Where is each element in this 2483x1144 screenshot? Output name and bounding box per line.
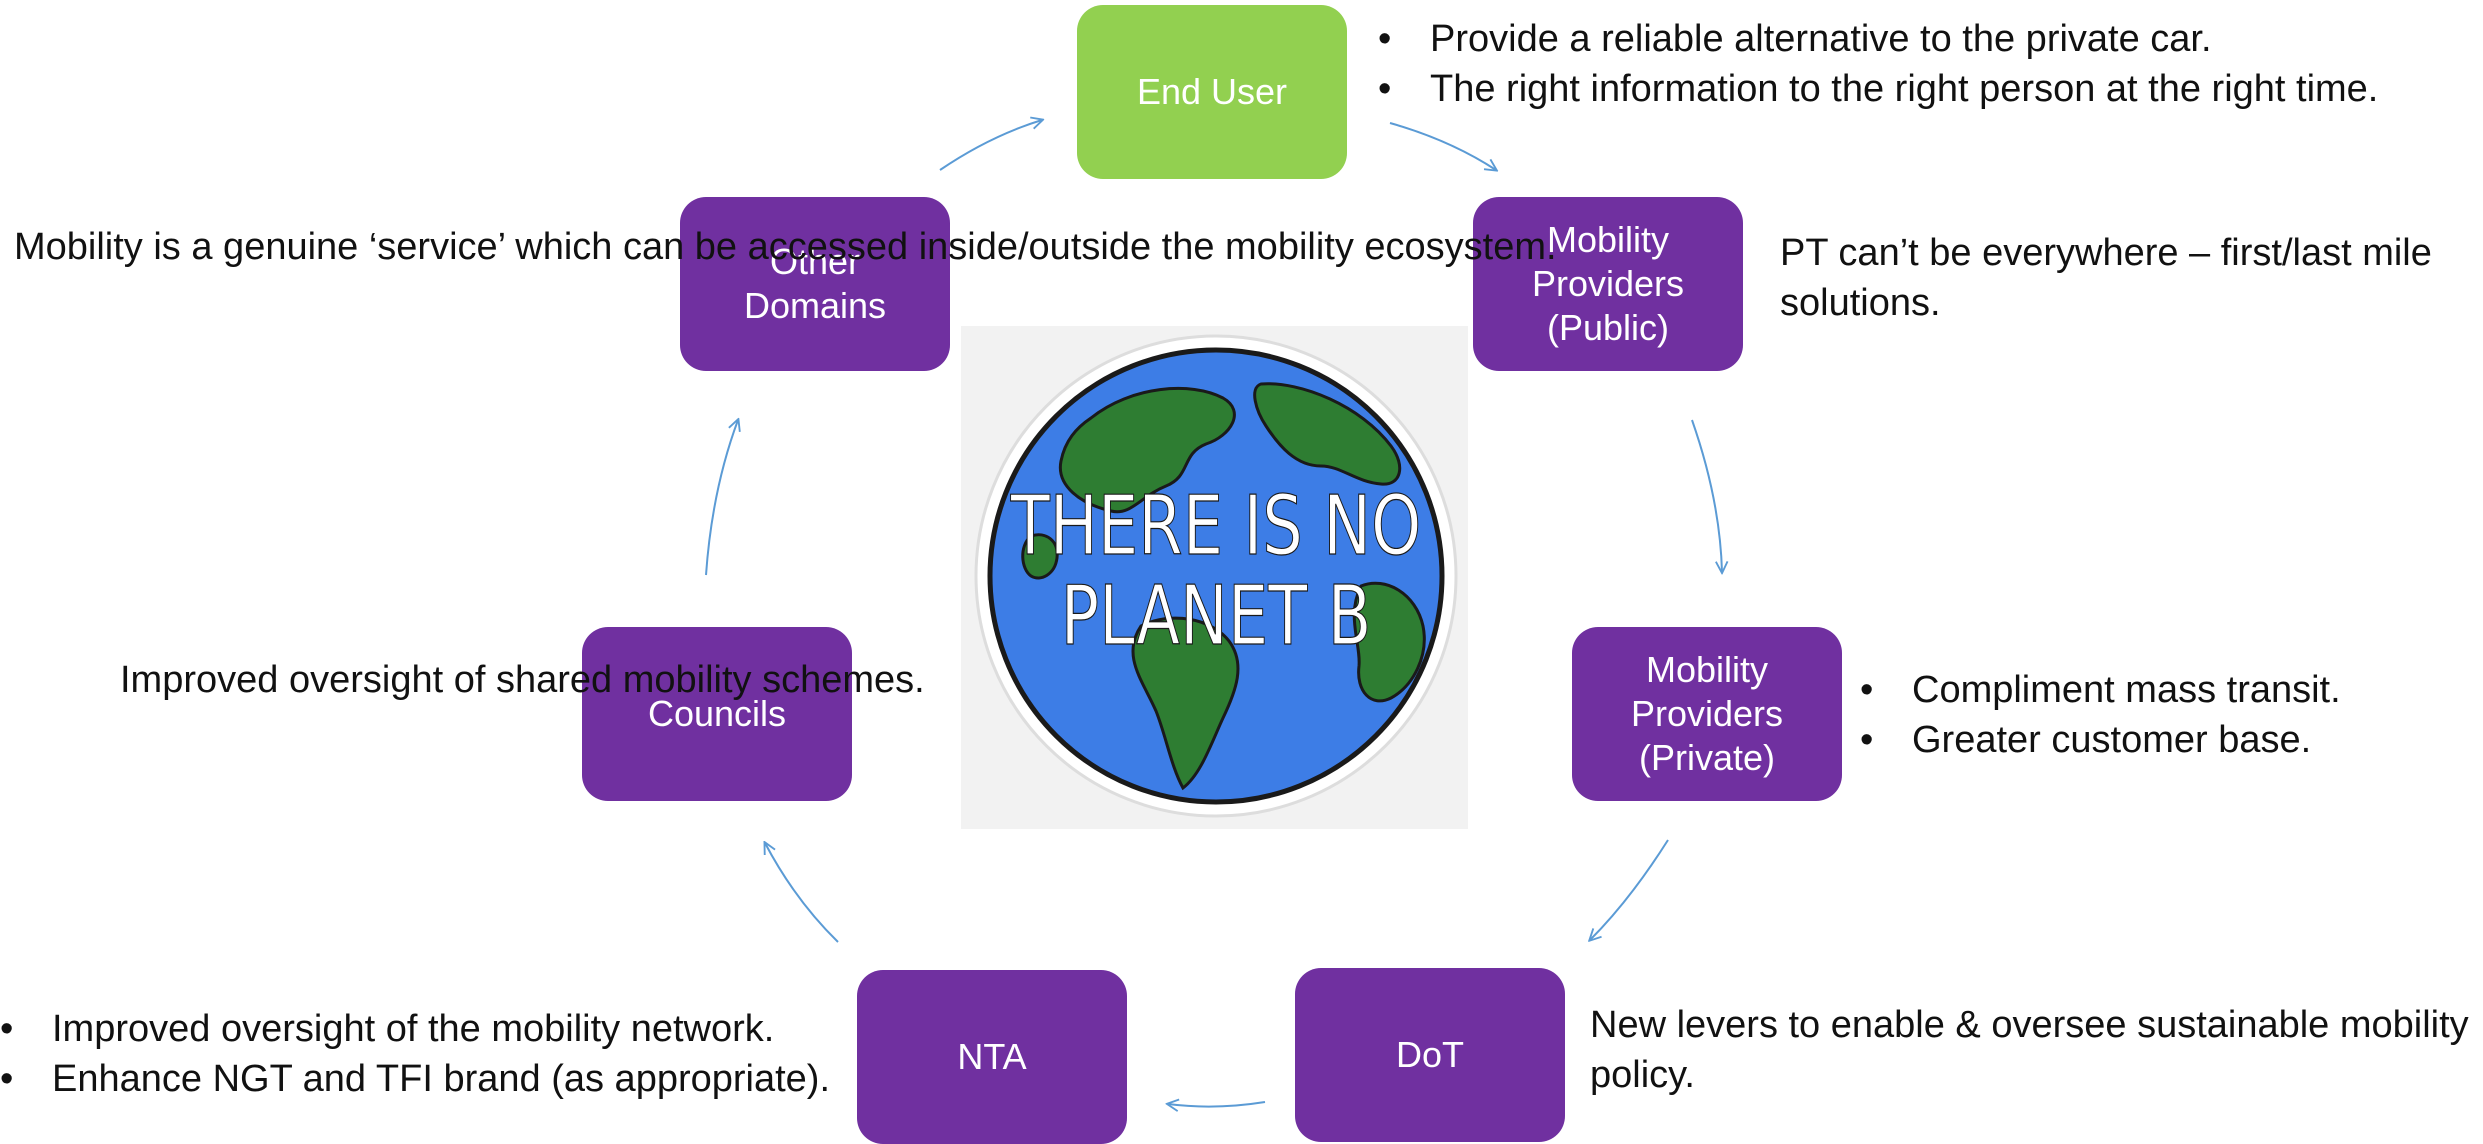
- bullet-item: Enhance NGT and TFI brand (as appropriat…: [0, 1054, 830, 1104]
- arrow-other-to-enduser: [939, 120, 1042, 171]
- note-end-user: Provide a reliable alternative to the pr…: [1378, 14, 2378, 114]
- arrow-private-to-dot: [1590, 839, 1669, 940]
- bullet-item: Provide a reliable alternative to the pr…: [1378, 14, 2378, 64]
- globe-text-line2: PLANET B: [1061, 569, 1372, 664]
- globe-land: [1352, 581, 1426, 703]
- note-nta: Improved oversight of the mobility netwo…: [0, 1004, 830, 1104]
- bullet-item: Compliment mass transit.: [1860, 665, 2341, 715]
- note-dot: New levers to enable & oversee sustainab…: [1590, 1004, 2469, 1097]
- bullet-item: Improved oversight of the mobility netwo…: [0, 1004, 830, 1054]
- arrow-dot-to-nta: [1168, 1102, 1266, 1107]
- globe-land: [1021, 533, 1059, 580]
- node-other-domains: Other Domains: [680, 197, 950, 371]
- arrow-nta-to-councils: [765, 843, 839, 943]
- note-councils: Improved oversight of shared mobility sc…: [120, 659, 925, 701]
- arrow-enduser-to-public: [1389, 122, 1496, 170]
- planet-b-image: THERE IS NO PLANET B: [961, 326, 1468, 829]
- arrow-public-to-private: [1691, 419, 1722, 572]
- node-mobility-providers-public: Mobility Providers (Public): [1473, 197, 1743, 371]
- node-councils: Councils: [582, 627, 852, 801]
- globe-land: [1058, 386, 1236, 514]
- globe-icon: THERE IS NO PLANET B: [974, 334, 1458, 818]
- note-mobility-providers-public: PT can’t be everywhere – first/last mile…: [1780, 232, 2432, 325]
- globe-land: [1131, 616, 1240, 791]
- node-nta: NTA: [857, 970, 1127, 1144]
- node-end-user: End User: [1077, 5, 1347, 179]
- globe-land: [1253, 382, 1402, 486]
- globe-text-line1: THERE IS NO: [1010, 479, 1422, 574]
- node-dot: DoT: [1295, 968, 1565, 1142]
- bullet-item: The right information to the right perso…: [1378, 64, 2378, 114]
- node-mobility-providers-private: Mobility Providers (Private): [1572, 627, 1842, 801]
- note-other-domains: Mobility is a genuine ‘service’ which ca…: [14, 226, 1557, 268]
- note-mobility-providers-private: Compliment mass transit. Greater custome…: [1860, 665, 2341, 765]
- bullet-item: Greater customer base.: [1860, 715, 2341, 765]
- arrow-councils-to-other: [705, 420, 738, 576]
